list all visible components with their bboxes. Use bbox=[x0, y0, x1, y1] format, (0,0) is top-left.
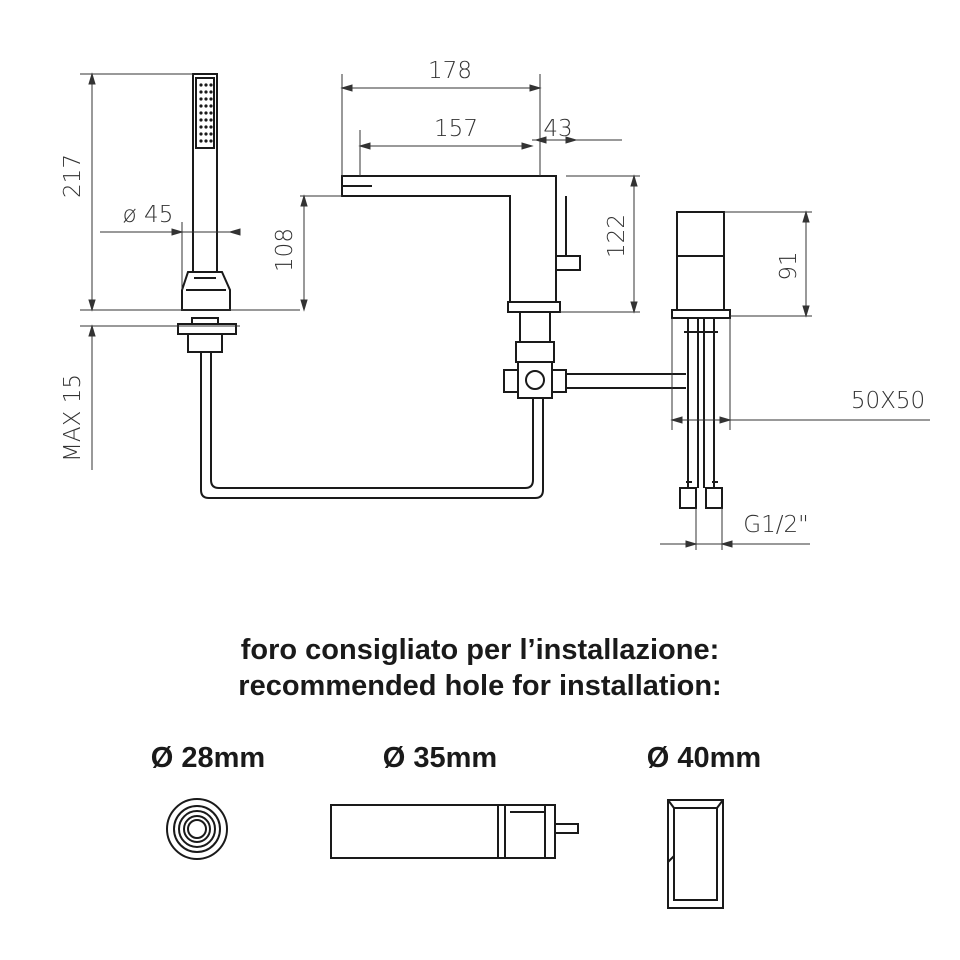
dim-diameter-45-label: ø 45 bbox=[123, 202, 174, 228]
hole-40-icon bbox=[667, 799, 724, 909]
spout-body bbox=[341, 175, 581, 313]
dim-50x50-label: 50X50 bbox=[851, 388, 925, 414]
dim-max-15-label: MAX 15 bbox=[60, 374, 86, 462]
dim-122-label: 122 bbox=[604, 214, 630, 258]
dim-157-label: 157 bbox=[434, 116, 478, 142]
hole-28-label: Ø 28mm bbox=[150, 742, 266, 774]
dim-108-label: 108 bbox=[272, 228, 298, 272]
hole-35-label: Ø 35mm bbox=[382, 742, 498, 774]
handle-block bbox=[671, 211, 731, 509]
shower-hose bbox=[200, 352, 544, 499]
shower-nozzle-dots bbox=[199, 83, 213, 143]
dimension-lines bbox=[80, 72, 930, 550]
installation-heading-italian: foro consigliato per l’installazione: bbox=[240, 634, 720, 666]
dim-217-label: 217 bbox=[60, 154, 86, 198]
dim-43-label: 43 bbox=[543, 116, 572, 142]
hole-28-icon bbox=[166, 798, 228, 860]
hole-35-icon bbox=[330, 804, 579, 859]
installation-heading-english: recommended hole for installation: bbox=[238, 670, 722, 702]
spout-connector bbox=[503, 311, 567, 399]
dim-g12-label: G1/2" bbox=[743, 512, 808, 538]
hole-40-label: Ø 40mm bbox=[646, 742, 762, 774]
dim-178-label: 178 bbox=[428, 58, 472, 84]
dim-91-label: 91 bbox=[776, 251, 802, 280]
